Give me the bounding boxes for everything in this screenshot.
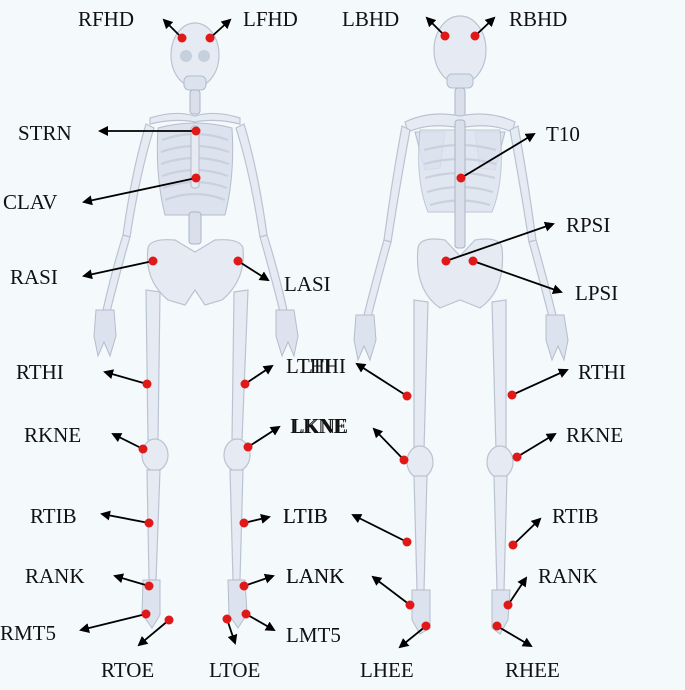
lkne-front-label: LKNE <box>292 414 348 438</box>
lhee-marker <box>421 621 431 631</box>
clav-label: CLAV <box>3 190 57 214</box>
ltib-front-marker <box>239 518 249 528</box>
lbhd-marker <box>440 31 450 41</box>
lpsi-marker <box>468 256 478 266</box>
ltib-back-arrow <box>351 514 408 543</box>
lank-back-label: LANK <box>286 564 344 588</box>
rank-back-arrow <box>507 576 528 606</box>
rpsi-label: RPSI <box>566 213 610 237</box>
rbhd-label: RBHD <box>509 7 567 31</box>
lbhd-label: LBHD <box>342 7 399 31</box>
rank-back-label: RANK <box>538 564 598 588</box>
rthi-back-marker <box>507 390 517 400</box>
rkne-back-label: RKNE <box>566 423 623 447</box>
rasi-arrow <box>82 260 154 280</box>
lhee-arrow <box>398 625 427 649</box>
lasi-label: LASI <box>284 272 331 296</box>
lthi-front-marker <box>240 379 250 389</box>
rkne-front-marker <box>138 444 148 454</box>
rthi-front-marker <box>142 379 152 389</box>
lkne-back-marker <box>399 455 409 465</box>
lpsi-label: LPSI <box>575 281 618 305</box>
rtoe-label: RTOE <box>101 658 154 682</box>
rhee-label: RHEE <box>505 658 560 682</box>
rmt5-arrow <box>79 613 147 633</box>
rkne-back-arrow <box>516 432 557 458</box>
rasi-label: RASI <box>10 265 58 289</box>
ltoe-marker <box>222 614 232 624</box>
rmt5-label: RMT5 <box>0 621 56 645</box>
lasi-marker <box>233 256 243 266</box>
t10-arrow <box>460 132 536 179</box>
lhee-label: LHEE <box>360 658 414 682</box>
lfhd-marker <box>205 33 215 43</box>
lthi-back-arrow <box>355 362 408 397</box>
back-skeleton <box>353 15 569 635</box>
rkne-front-label: RKNE <box>24 423 81 447</box>
rasi-marker <box>148 256 158 266</box>
lkne-front-arrow <box>247 425 281 448</box>
front-skeleton <box>93 22 299 629</box>
rkne-back-marker <box>512 452 522 462</box>
rtib-back-label: RTIB <box>552 504 599 528</box>
rbhd-marker <box>470 31 480 41</box>
rthi-back-label: RTHI <box>578 360 626 384</box>
clav-marker <box>191 173 201 183</box>
rfhd-marker <box>177 33 187 43</box>
rthi-front-label: RTHI <box>16 360 64 384</box>
lkne-back-arrow <box>372 427 405 461</box>
lasi-arrow <box>237 260 270 282</box>
ltoe-label: LTOE <box>209 658 260 682</box>
ltib-back-label: LTIB <box>283 504 328 528</box>
lank-front-label: LANK <box>286 564 344 588</box>
rtoe-marker <box>164 615 174 625</box>
lank-front-arrow <box>243 573 275 587</box>
rpsi-marker <box>441 256 451 266</box>
lfhd-label: LFHD <box>243 7 298 31</box>
lthi-front-label: LTHI <box>286 354 332 378</box>
lthi-back-marker <box>402 391 412 401</box>
rank-front-arrow <box>113 573 150 587</box>
rmt5-marker <box>141 609 151 619</box>
lkne-back-label: LKNE <box>290 414 346 438</box>
lmt5-arrow <box>245 613 276 631</box>
rtoe-arrow <box>137 619 170 647</box>
lank-back-arrow <box>371 575 411 606</box>
rthi-front-arrow <box>103 369 148 385</box>
rtib-back-arrow <box>512 517 542 546</box>
lthi-back-label: LTHI <box>300 354 346 378</box>
rank-front-marker <box>144 581 154 591</box>
lank-front-marker <box>239 581 249 591</box>
rtib-front-arrow <box>100 510 150 524</box>
rtib-back-marker <box>508 540 518 550</box>
front-markers: RFHD LFHD STRN CLAV RASI LASI RTHI LTHI … <box>0 7 348 682</box>
t10-label: T10 <box>546 122 580 146</box>
back-markers: LBHD RBHD T10 RPSI LPSI LTHI RTHI LKNE R… <box>283 7 626 682</box>
rank-front-label: RANK <box>25 564 85 588</box>
clav-arrow <box>82 177 197 206</box>
rtib-front-label: RTIB <box>30 504 77 528</box>
lpsi-arrow <box>472 260 563 295</box>
lank-back-marker <box>405 600 415 610</box>
lthi-front-arrow <box>244 364 274 385</box>
rpsi-arrow <box>445 221 555 262</box>
strn-label: STRN <box>18 121 72 145</box>
rhee-arrow <box>496 625 533 648</box>
rfhd-label: RFHD <box>78 7 134 31</box>
rthi-back-arrow <box>511 368 569 396</box>
rhee-marker <box>492 621 502 631</box>
rtib-front-marker <box>144 518 154 528</box>
ltib-front-label: LTIB <box>283 504 328 528</box>
strn-marker <box>191 126 201 136</box>
rkne-front-arrow <box>111 433 144 450</box>
t10-marker <box>456 173 466 183</box>
lmt5-label: LMT5 <box>286 623 341 647</box>
ltib-back-marker <box>402 537 412 547</box>
rank-back-marker <box>503 600 513 610</box>
lmt5-marker <box>241 609 251 619</box>
lkne-front-marker <box>243 442 253 452</box>
